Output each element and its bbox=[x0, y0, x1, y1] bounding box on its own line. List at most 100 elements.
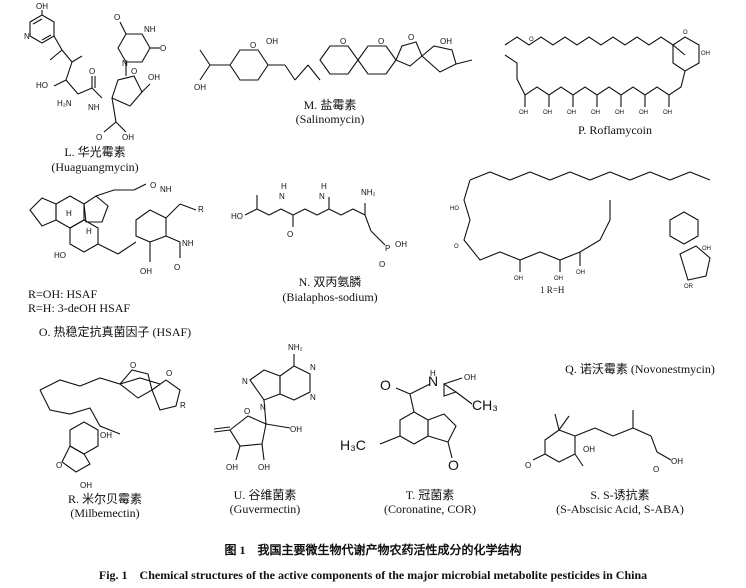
svg-text:O: O bbox=[287, 230, 293, 239]
svg-text:OH: OH bbox=[148, 73, 160, 82]
svg-text:H₂N: H₂N bbox=[57, 99, 72, 108]
svg-text:NH: NH bbox=[144, 25, 156, 34]
svg-text:OH: OH bbox=[266, 37, 278, 46]
novonestmycin-drawing: OH OH OH HO O OH OR bbox=[450, 171, 711, 290]
svg-text:OH: OH bbox=[514, 276, 523, 282]
svg-text:H: H bbox=[86, 227, 92, 236]
s-aba-label-cn: S. S-诱抗素 bbox=[590, 488, 650, 502]
svg-text:N: N bbox=[242, 377, 248, 386]
svg-text:CH₃: CH₃ bbox=[472, 397, 498, 413]
huaguangmycin-drawing: OH N HO H₂N O NH O OH OH O O O NH bbox=[24, 2, 166, 142]
svg-text:N: N bbox=[260, 403, 266, 412]
milbemectin-drawing: O O R OH O OH bbox=[39, 361, 186, 490]
svg-text:OH: OH bbox=[702, 246, 711, 252]
svg-text:O: O bbox=[379, 260, 385, 269]
coronatine-label-cn: T. 冠菌素 bbox=[405, 488, 455, 502]
svg-text:O: O bbox=[408, 33, 414, 42]
svg-text:R: R bbox=[198, 205, 204, 214]
structure-salinomycin: OH O O O O OH OH M. 盐霉素 (Salinomycin) bbox=[190, 20, 480, 130]
svg-text:O: O bbox=[160, 44, 166, 53]
salinomycin-label-cn: M. 盐霉素 bbox=[303, 98, 357, 112]
bialaphos-drawing: HO H N H N O NH₂ P OH O bbox=[231, 182, 407, 269]
figure-caption-cn: 图 1 我国主要微生物代谢产物农药活性成分的化学结构 bbox=[224, 543, 522, 557]
svg-text:HO: HO bbox=[54, 251, 66, 260]
svg-text:H: H bbox=[321, 182, 327, 191]
svg-text:OH: OH bbox=[591, 110, 600, 116]
svg-text:O: O bbox=[244, 407, 250, 416]
huaguangmycin-label-cn: L. 华光霉素 bbox=[64, 145, 126, 159]
svg-text:H₃C: H₃C bbox=[340, 437, 366, 453]
svg-text:N: N bbox=[310, 363, 316, 372]
svg-text:O: O bbox=[340, 37, 346, 46]
svg-text:O: O bbox=[378, 37, 384, 46]
svg-text:OH: OH bbox=[543, 110, 552, 116]
svg-text:OH: OH bbox=[519, 110, 528, 116]
svg-text:OH: OH bbox=[671, 457, 683, 466]
svg-text:N: N bbox=[122, 59, 128, 68]
svg-text:OH: OH bbox=[567, 110, 576, 116]
svg-text:N: N bbox=[24, 32, 30, 41]
svg-text:O: O bbox=[454, 244, 459, 250]
svg-text:NH₂: NH₂ bbox=[361, 188, 376, 197]
svg-text:O: O bbox=[130, 361, 136, 370]
svg-text:R: R bbox=[180, 401, 186, 410]
svg-text:O: O bbox=[150, 181, 156, 190]
svg-text:HO: HO bbox=[231, 212, 243, 221]
huaguangmycin-label-en: (Huaguangmycin) bbox=[51, 160, 139, 174]
structure-novonestmycin: OH OH OH HO O OH OR 1 R=H Q. 诺沃霉素 (Novon… bbox=[440, 150, 740, 380]
svg-text:NH: NH bbox=[160, 185, 172, 194]
coronatine-drawing: O N H OH CH₃ O H₃C bbox=[340, 370, 498, 473]
svg-text:O: O bbox=[448, 457, 459, 473]
structure-guvermectin: NH₂ N N N N OH O OH OH U. 谷维菌素 (Guvermec… bbox=[190, 340, 340, 530]
figure-caption-en: Fig. 1 Chemical structures of the active… bbox=[98, 568, 648, 582]
svg-text:H: H bbox=[66, 209, 72, 218]
svg-text:OH: OH bbox=[663, 110, 672, 116]
structure-hsaf: O NH R NH O OH HO H H R=OH: HSAF R=H: 3-… bbox=[10, 180, 220, 340]
structure-milbemectin: O O R OH O OH R. 米尔贝霉素 (Milbemectin) bbox=[20, 350, 190, 530]
svg-text:O: O bbox=[683, 30, 688, 36]
svg-text:O: O bbox=[56, 461, 62, 470]
svg-text:H: H bbox=[430, 370, 436, 378]
hsaf-variant-h: R=H: 3-deOH HSAF bbox=[28, 301, 131, 315]
structure-roflamycoin: OH OH OH OH OH OH OH OH O O P. Roflamyco… bbox=[485, 15, 740, 140]
structure-s-aba: O OH O OH S. S-诱抗素 (S-Abscisic Acid, S-A… bbox=[525, 380, 740, 530]
hsaf-label: O. 热稳定抗真菌因子 (HSAF) bbox=[38, 325, 192, 339]
svg-text:N: N bbox=[310, 393, 316, 402]
svg-text:OH: OH bbox=[100, 431, 112, 440]
svg-text:O: O bbox=[89, 67, 95, 76]
svg-text:P: P bbox=[385, 244, 390, 253]
structure-coronatine: O N H OH CH₃ O H₃C T. 冠菌素 (Coronatine, C… bbox=[340, 370, 520, 530]
bialaphos-label-cn: N. 双丙氨膦 bbox=[298, 275, 362, 289]
structure-bialaphos: HO H N H N O NH₂ P OH O N. 双丙氨膦 (Bialaph… bbox=[225, 175, 435, 310]
svg-text:HO: HO bbox=[36, 81, 48, 90]
svg-text:NH₂: NH₂ bbox=[288, 343, 303, 352]
svg-text:H: H bbox=[281, 182, 287, 191]
salinomycin-label-en: (Salinomycin) bbox=[295, 112, 365, 126]
svg-text:OH: OH bbox=[639, 110, 648, 116]
svg-text:OH: OH bbox=[36, 2, 48, 11]
svg-text:O: O bbox=[525, 461, 531, 470]
svg-text:O: O bbox=[529, 37, 534, 43]
svg-text:O: O bbox=[114, 13, 120, 22]
svg-text:O: O bbox=[653, 465, 659, 474]
hsaf-variant-oh: R=OH: HSAF bbox=[28, 287, 98, 301]
svg-text:OH: OH bbox=[80, 481, 92, 490]
svg-text:OH: OH bbox=[226, 463, 238, 472]
hsaf-drawing: O NH R NH O OH HO H H bbox=[29, 181, 204, 276]
guvermectin-drawing: NH₂ N N N N OH O OH OH bbox=[213, 343, 316, 472]
svg-text:N: N bbox=[319, 192, 325, 201]
svg-text:OH: OH bbox=[140, 267, 152, 276]
milbemectin-label-en: (Milbemectin) bbox=[70, 506, 140, 520]
svg-text:NH: NH bbox=[182, 239, 194, 248]
svg-text:OH: OH bbox=[194, 83, 206, 92]
svg-text:OH: OH bbox=[615, 110, 624, 116]
svg-text:OH: OH bbox=[576, 270, 585, 276]
svg-text:OH: OH bbox=[440, 37, 452, 46]
svg-text:OH: OH bbox=[290, 425, 302, 434]
svg-text:OH: OH bbox=[122, 133, 134, 142]
svg-text:O: O bbox=[96, 133, 102, 142]
svg-text:OR: OR bbox=[684, 284, 694, 290]
roflamycoin-drawing: OH OH OH OH OH OH OH OH O O bbox=[504, 30, 710, 116]
svg-text:HO: HO bbox=[450, 206, 459, 212]
svg-text:OH: OH bbox=[583, 445, 595, 454]
